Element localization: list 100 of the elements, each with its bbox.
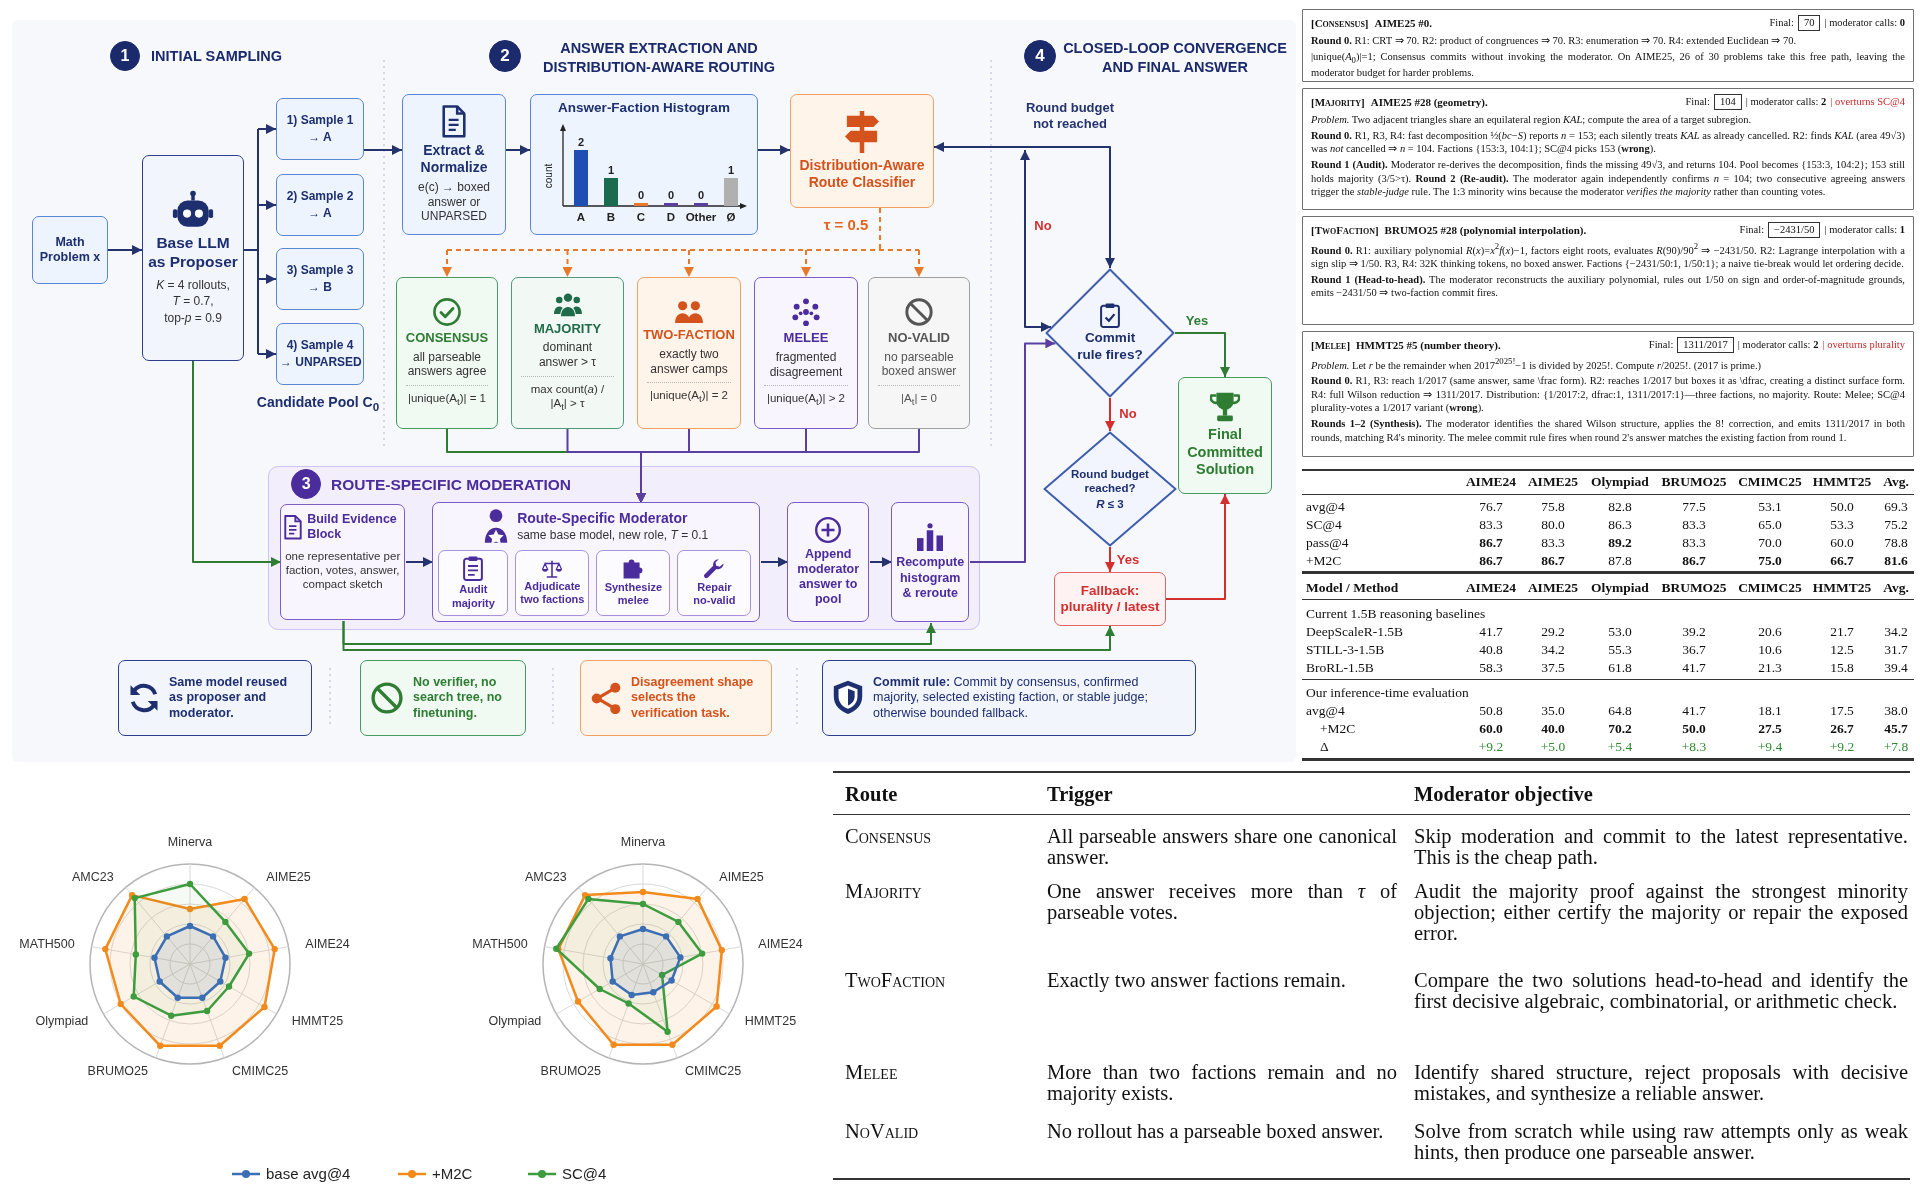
score-value: 77.5	[1682, 497, 1706, 515]
trigger-text: Exactly two answer factions remain.	[1047, 970, 1347, 991]
data-label: 0	[667, 189, 675, 201]
score-value: 50.8	[1479, 701, 1503, 719]
route-card	[396, 277, 498, 429]
arrow	[1165, 493, 1230, 600]
row-label: Δ	[1320, 737, 1329, 755]
formula-text: |unique(A$_{t}$)| = 2	[646, 382, 732, 406]
score-value: 37.5	[1541, 658, 1565, 676]
score-value: 53.3	[1830, 515, 1854, 533]
score-value: 36.7	[1682, 640, 1706, 658]
box-title: Commit rule fires?	[1076, 330, 1144, 363]
route-name: TWO-FACTION	[643, 327, 735, 344]
case-paragraph: Problem. Let r be the remainder when 2017$^{2025!}$−1 is divided by 2025!. Compute r/2025!. (2017 is prime.)	[1311, 356, 1762, 373]
boxed-answer: 104	[1713, 94, 1742, 110]
row-label: +M2C	[1306, 551, 1342, 569]
score-value: 78.8	[1884, 533, 1908, 551]
arrow	[1020, 149, 1052, 332]
call-count: | moderator calls: 1	[1824, 223, 1905, 237]
score-value: 69.3	[1884, 497, 1908, 515]
box-title: Base LLM as Proposer	[147, 233, 239, 272]
trigger-text: All parseable answers share one canonical answer.	[1047, 826, 1397, 868]
case-study-box	[1302, 88, 1914, 210]
arrow	[342, 620, 936, 645]
decision-diamond	[1043, 431, 1177, 547]
note-text: Disagreement shape selects the verification task.	[631, 675, 755, 721]
step-number: 2	[500, 45, 510, 67]
score-value: 87.8	[1608, 551, 1632, 569]
objective-text: Compare the two solutions head-to-head and identify the first decisive algebraic, combinatorial, or arithmetic check.	[1414, 970, 1908, 1012]
score-value: 66.7	[1830, 551, 1854, 569]
step-badge	[291, 469, 322, 500]
score-value: 75.8	[1541, 497, 1565, 515]
route-name: MELEE	[783, 330, 829, 346]
formula-text: max count(a) / |A$_{t}$| > τ	[521, 375, 614, 413]
boxed-answer: 70	[1797, 15, 1821, 31]
formula-text: |A$_{t}$| = 0	[877, 385, 961, 409]
score-value: 75.0	[1758, 551, 1782, 569]
score-value: 76.7	[1479, 497, 1503, 515]
column-header: Moderator objective	[1414, 784, 1593, 805]
score-value: 45.7	[1884, 719, 1908, 737]
score-value: 82.8	[1608, 497, 1632, 515]
group-caption: Candidate Pool C$_{0}$	[256, 394, 380, 414]
score-value: 83.3	[1682, 533, 1706, 551]
score-value: 18.1	[1758, 701, 1782, 719]
score-value: 70.2	[1608, 719, 1632, 737]
case-paragraph: Round 1 (Head-to-head). The moderator reconstructs the auxiliary polynomial, rules out 1/50 on sign and order-of-magnitude grounds, emits −2431/50 ⇒ two-faction commit fires.	[1311, 272, 1905, 301]
route-name: NO-VALID	[888, 329, 950, 346]
score-value: 89.2	[1608, 533, 1632, 551]
column-header: AIME24	[1465, 578, 1517, 596]
arrow	[1174, 332, 1230, 378]
axis-label: MATH500	[472, 936, 528, 952]
group-heading: Current 1.5B reasoning baselines	[1306, 604, 1486, 622]
step-number: 1	[120, 46, 130, 66]
arrow	[405, 557, 434, 567]
arrow	[107, 245, 143, 255]
call-count: | moderator calls: 2	[1745, 95, 1827, 109]
step-number: 3	[301, 474, 311, 494]
stage-panel	[268, 466, 980, 630]
step-number: 4	[1035, 45, 1045, 67]
input-box	[32, 216, 108, 284]
task-box	[515, 550, 590, 617]
data-label: 2	[577, 136, 585, 148]
column-header: BRUMO25	[1661, 472, 1727, 490]
score-value: 39.4	[1884, 658, 1908, 676]
case-paragraph: Round 1 (Audit). Moderator re-derives the decomposition, finds the missing 49√3, and returns 104. Pool becomes {153:3, 104:2}; 153 still holds majority (3/5>τ). Round 2 (Re-audit). The moderator again independently confirms n = 104; two consecutive agreeing answers trigger the stable-judge rule. The 1:3 minority wins because the moderator verifies the majority rather than counting votes.	[1311, 157, 1905, 199]
row-label: avg@4	[1306, 497, 1345, 515]
column-header: Trigger	[1047, 784, 1113, 805]
score-value: 39.2	[1682, 622, 1706, 640]
score-value: 70.0	[1758, 533, 1782, 551]
route-name: NoValid	[845, 1121, 919, 1142]
sample-box	[276, 174, 364, 236]
axis-label: AIME24	[305, 936, 350, 952]
sample-label: 3) Sample 3	[286, 263, 354, 278]
route-tag: [Consensus]	[1311, 15, 1369, 31]
data-label: 1	[727, 164, 735, 176]
sample-box	[276, 98, 364, 160]
arrow	[192, 360, 282, 567]
category-label: A	[576, 211, 586, 223]
score-value: 10.6	[1758, 640, 1782, 658]
arrow	[257, 200, 277, 210]
axis-label: Minerva	[620, 835, 666, 850]
score-value: +8.3	[1681, 737, 1707, 755]
score-value: 15.8	[1830, 658, 1854, 676]
column-header: Olympiad	[1591, 472, 1649, 490]
legend-label: base avg@4	[266, 1164, 351, 1184]
arrow	[1105, 397, 1115, 432]
objective-text: Identify shared structure, reject proposals with decisive mistakes, and synthesize a reliable answer.	[1414, 1062, 1908, 1104]
score-value: 75.2	[1884, 515, 1908, 533]
arrow	[342, 620, 1115, 651]
process-box	[787, 502, 870, 623]
column-header: HMMT25	[1812, 578, 1872, 596]
arrow	[933, 142, 1115, 269]
overturn-note: | overturns SC@4	[1830, 95, 1905, 109]
score-value: 50.0	[1682, 719, 1706, 737]
row-label: avg@4	[1306, 701, 1345, 719]
box-text: top-p = 0.9	[164, 311, 222, 326]
score-value: 86.7	[1479, 533, 1503, 551]
final-label: Final:	[1648, 338, 1674, 352]
score-value: 64.8	[1608, 701, 1632, 719]
case-paragraph: |unique(A$_{0}$)|=1; Consensus commits without invoking the moderator. On AIME25, 26 of 30 problems take this free path, leaving the moderator budget for harder problems.	[1311, 49, 1905, 80]
